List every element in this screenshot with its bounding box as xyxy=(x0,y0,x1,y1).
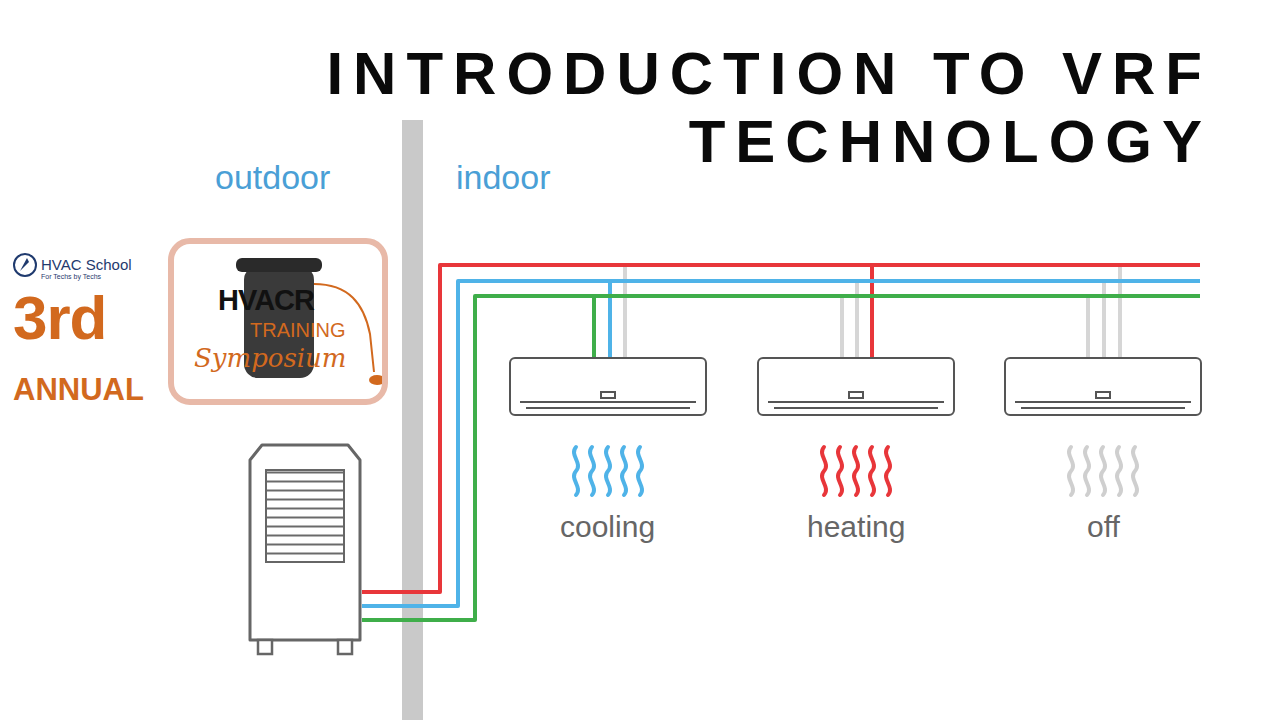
symposium-logo: HVACRTRAININGSymposium xyxy=(168,238,388,405)
refrigerant-lines xyxy=(362,265,1200,620)
logo-bulb xyxy=(369,375,382,385)
wall xyxy=(402,120,423,720)
edition-word: ANNUAL xyxy=(13,372,144,408)
logo-word: HVACR xyxy=(218,284,314,317)
pipe-drops xyxy=(594,265,1120,358)
zone-label: indoor xyxy=(456,158,551,197)
indoor-units xyxy=(510,358,1201,415)
air-waves xyxy=(574,447,1137,495)
indoor-unit: heating xyxy=(758,358,954,415)
school-icon xyxy=(14,254,36,276)
mode-label: cooling xyxy=(560,510,655,544)
mode-label: off xyxy=(1087,510,1120,544)
indoor-unit: cooling xyxy=(510,358,706,415)
brand-name: HVAC School xyxy=(41,256,132,273)
indoor-unit: off xyxy=(1005,358,1201,415)
title: INTRODUCTION TO VRF TECHNOLOGY xyxy=(212,40,1212,176)
brand-tagline: For Techs by Techs xyxy=(41,273,101,280)
zone-label: outdoor xyxy=(215,158,330,197)
logo-word: Symposium xyxy=(194,343,347,373)
logo-word: TRAINING xyxy=(250,319,346,342)
compressor-cap xyxy=(236,258,322,272)
outdoor-unit xyxy=(250,445,360,654)
mode-label: heating xyxy=(807,510,905,544)
edition-number: 3rd xyxy=(13,282,106,353)
